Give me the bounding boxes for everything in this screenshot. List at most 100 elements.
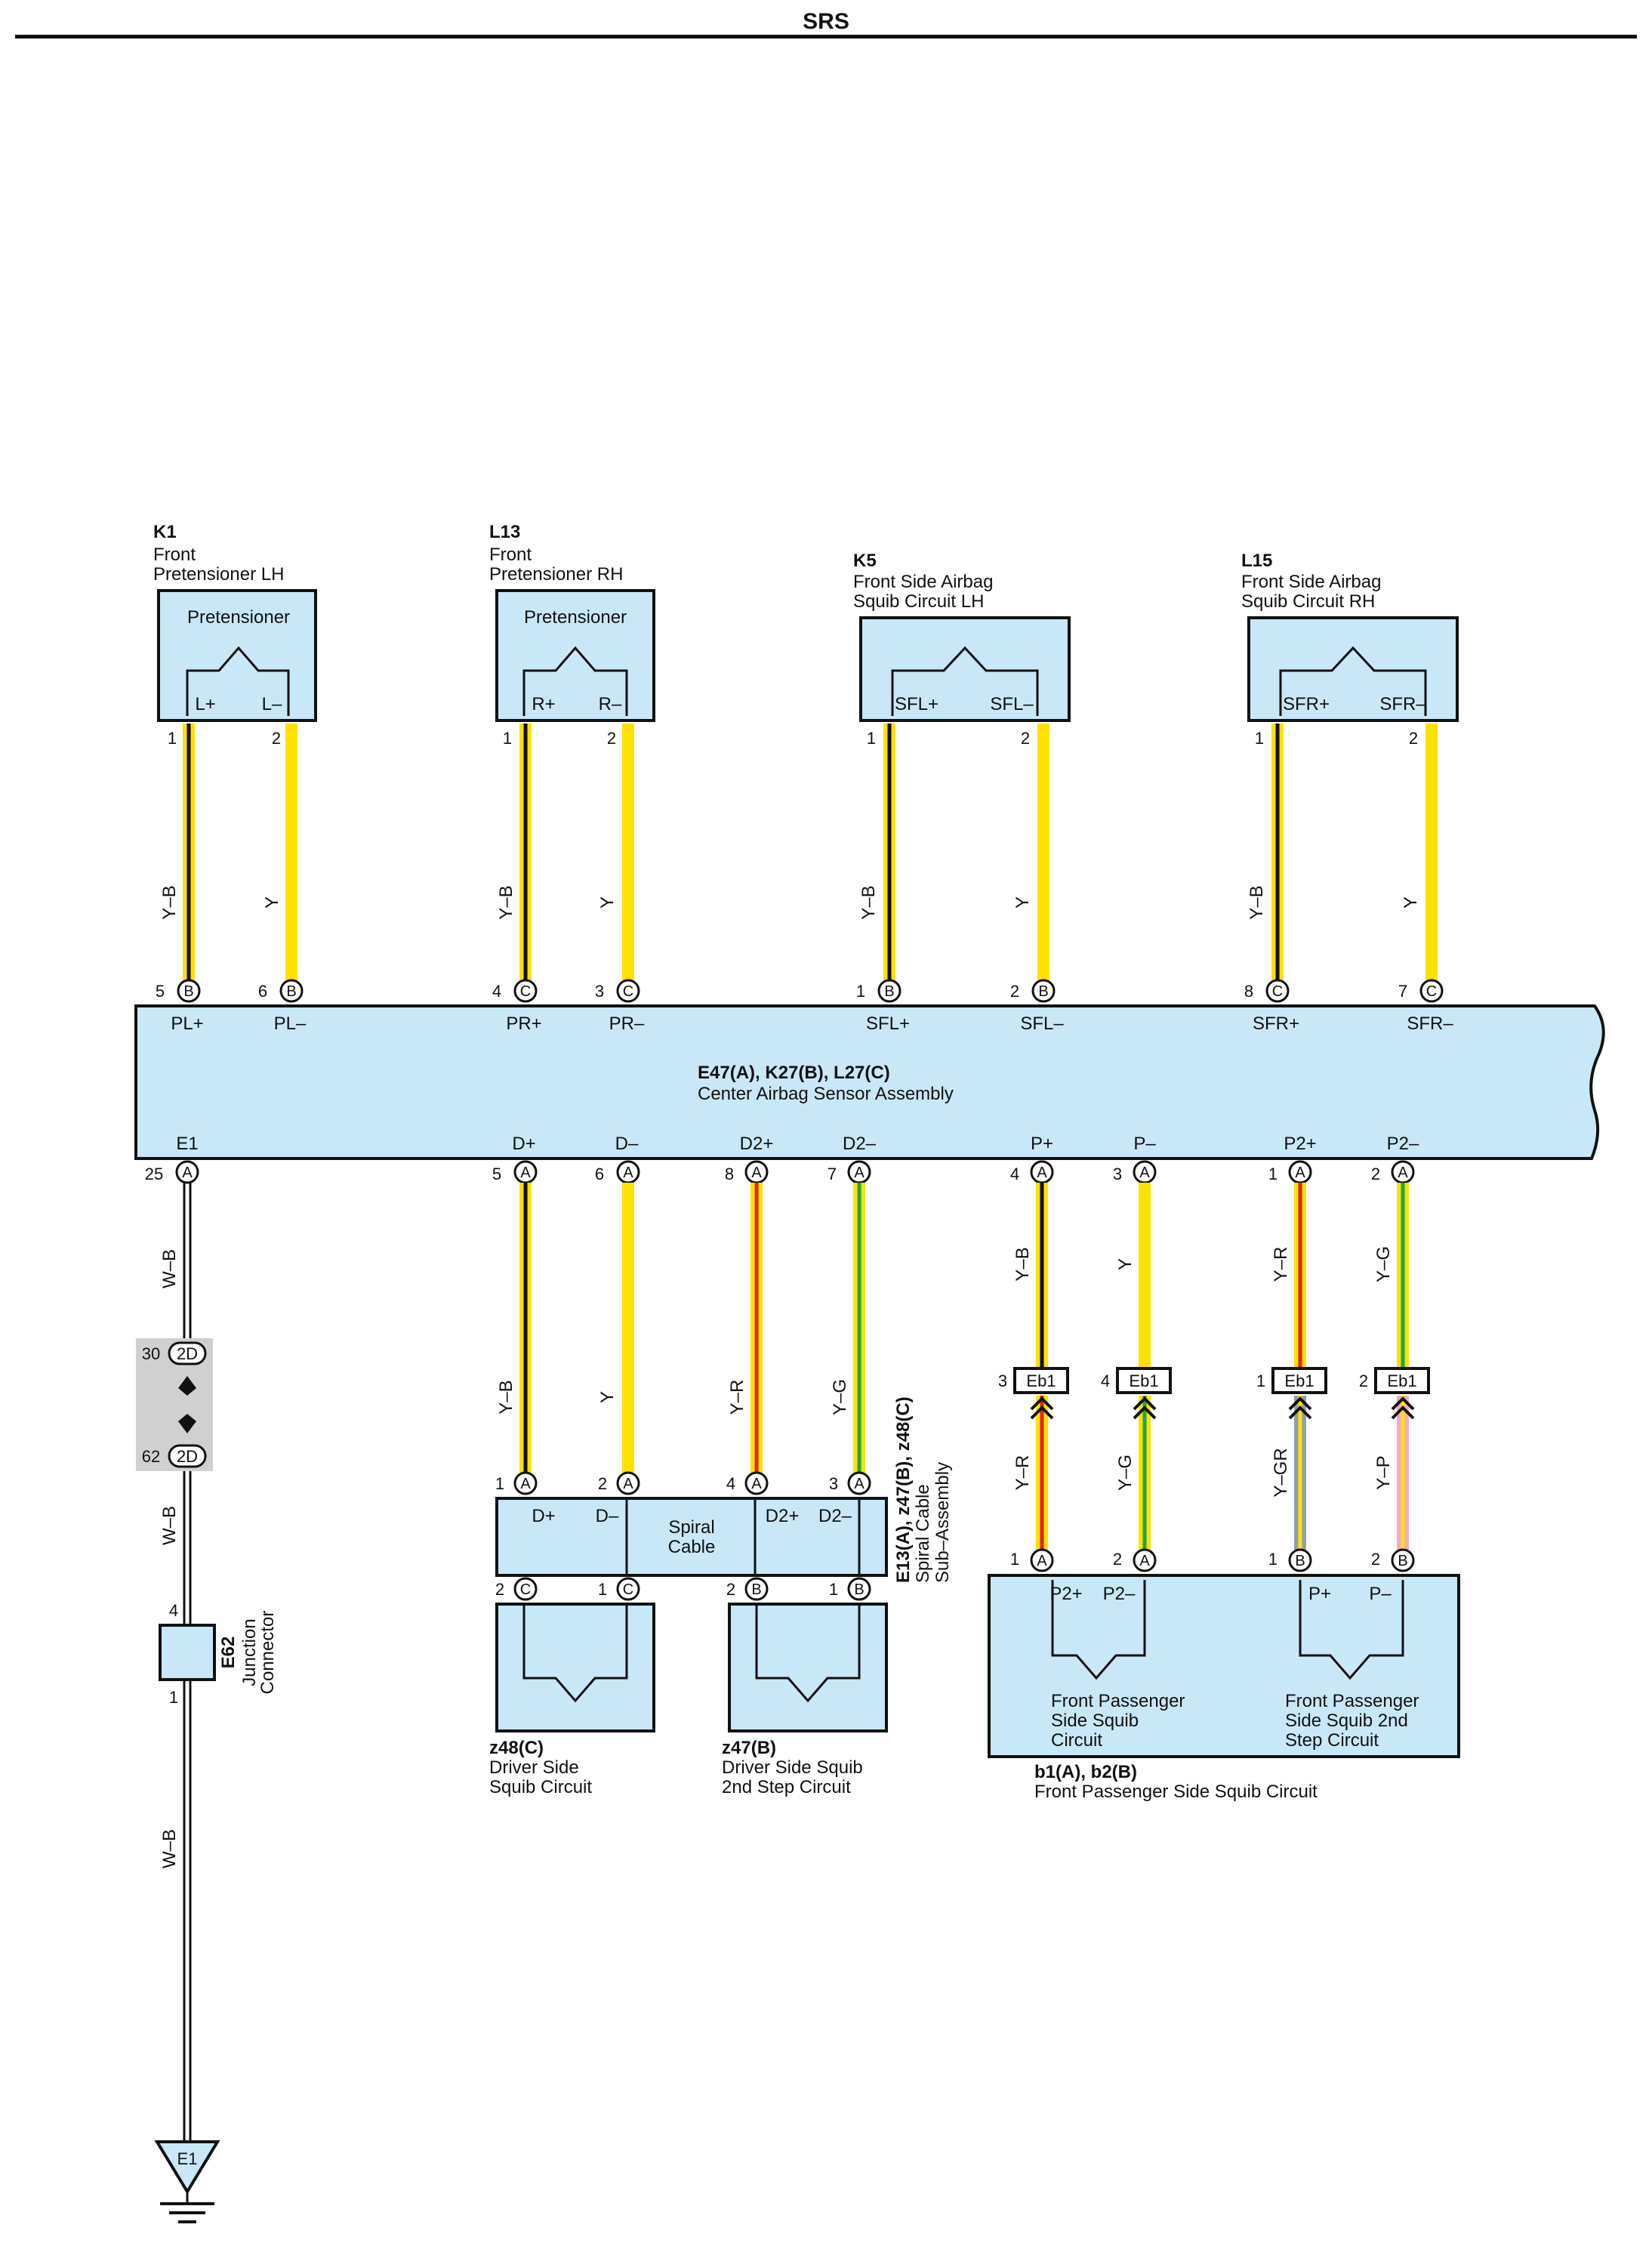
b1b2-box	[988, 1574, 1460, 1758]
pin-number: 1	[169, 1688, 178, 1707]
e62-box	[159, 1624, 216, 1681]
lower-wires	[183, 1183, 1409, 2142]
upper-wires	[183, 723, 1438, 991]
pin-number: 5	[156, 982, 165, 1001]
pin-marker	[1030, 1548, 1054, 1572]
k5-line2: Squib Circuit LH	[853, 591, 984, 612]
pin-number: 2	[1359, 1371, 1368, 1390]
b1-b2-front-passenger-side-squib: P2+ P2– P+ P– Front Passenger Side Squib…	[988, 1574, 1460, 1802]
z47-box	[728, 1603, 888, 1732]
pin-letter: B	[884, 983, 894, 1000]
pin-number: 2	[1113, 1550, 1122, 1569]
z48-line1: Driver Side	[489, 1757, 579, 1778]
spiral-pin: D+	[532, 1506, 555, 1526]
ecu-terminal: PR+	[506, 1014, 541, 1034]
wire-label: Y	[1401, 896, 1421, 909]
pin-marker	[847, 1471, 871, 1495]
pin-number: 1	[503, 729, 512, 748]
pin-letter: B	[854, 1581, 864, 1598]
l13-inner-label: Pretensioner	[524, 607, 627, 628]
wire-label: W–B	[159, 1506, 180, 1545]
chevron-up-icon	[1030, 1396, 1054, 1411]
eb1-label: Eb1	[1284, 1371, 1314, 1390]
k5-pin-b: SFL–	[990, 694, 1034, 714]
pin-letter: A	[751, 1165, 762, 1181]
pin-marker	[1031, 979, 1056, 1003]
ecu-terminal: PL+	[171, 1014, 203, 1034]
wire-stripe	[1040, 1183, 1044, 1367]
ecu-terminal: PL–	[274, 1014, 307, 1034]
upper-wire-labels: Y–B Y Y–B Y Y–B Y Y–B Y	[159, 885, 1421, 919]
ecu-terminal: P2+	[1284, 1134, 1316, 1154]
pin-letter: C	[520, 983, 531, 1000]
pin-letter: C	[1272, 983, 1283, 1000]
wire	[1037, 723, 1049, 991]
pin-letter: B	[1398, 1553, 1407, 1569]
wire-label: Y–B	[496, 885, 516, 919]
pin-number: 2	[1409, 729, 1418, 748]
wire-label: Y–B	[1247, 885, 1267, 919]
squib-symbol-icon	[891, 646, 1039, 716]
spiral-line1: Spiral Cable	[913, 1484, 933, 1583]
pin-number: 1	[1255, 729, 1264, 748]
connector-chevrons	[1030, 1396, 1415, 1420]
pin-marker	[616, 1471, 640, 1495]
z47-code: z47(B)	[722, 1738, 776, 1758]
b1b2-pin: P–	[1369, 1584, 1392, 1604]
wire-stripe	[1142, 1396, 1147, 1550]
pin-number: 5	[492, 1165, 501, 1183]
pin-number: 1	[1256, 1371, 1265, 1390]
l13-code: L13	[489, 522, 520, 542]
wire-label: Y–B	[858, 885, 879, 919]
ecu-terminal: SFL+	[866, 1014, 910, 1034]
e62-line1: Junction	[239, 1618, 260, 1686]
wire-label: Y–R	[1271, 1247, 1291, 1282]
wire-stripe	[1401, 1396, 1405, 1550]
e62-junction-connector: 4 1 E62 Junction Connector	[159, 1601, 278, 1707]
l15-line1: Front Side Airbag	[1241, 572, 1381, 592]
b1b2-left-line: Front Passenger	[1051, 1691, 1185, 1711]
wire-label: Y–G	[1373, 1246, 1394, 1282]
pin-number: 1	[829, 1580, 838, 1599]
wire-label: Y	[1012, 896, 1033, 909]
pin-marker	[847, 1577, 871, 1601]
wire	[1425, 723, 1438, 991]
pin-number: 2	[598, 1474, 607, 1493]
pin-number: 3	[595, 982, 604, 1001]
pin-number: 4	[1101, 1371, 1110, 1390]
pin-number: 8	[725, 1165, 734, 1183]
pin-number: 25	[145, 1165, 163, 1183]
pin-number: 1	[1010, 1550, 1019, 1569]
chevron-up-icon	[1288, 1405, 1312, 1420]
eb1-label: Eb1	[1387, 1371, 1416, 1390]
eb1-label: Eb1	[1129, 1371, 1158, 1390]
ecu-terminal: D2+	[740, 1134, 774, 1154]
pin-number: 2	[495, 1580, 504, 1599]
k1-code: K1	[153, 522, 177, 542]
pin-letter: A	[854, 1165, 865, 1181]
pin-number: 6	[595, 1165, 604, 1183]
pin-letter: C	[623, 983, 633, 1000]
ground-triangle-icon	[154, 2140, 220, 2195]
squib-symbol-icon	[755, 1604, 861, 1703]
wire-stripe	[1401, 1183, 1405, 1367]
pin-marker	[1133, 1548, 1157, 1572]
pin-letter: C	[520, 1581, 531, 1598]
k5-box	[859, 616, 1071, 722]
pin-marker	[279, 979, 304, 1003]
pin-letter: A	[623, 1165, 633, 1181]
l15-pin-a: SFR+	[1283, 694, 1330, 714]
b1b2-name: Front Passenger Side Squib Circuit	[1034, 1782, 1318, 1802]
pin-marker	[877, 979, 902, 1003]
ecu-terminal: D+	[512, 1134, 535, 1154]
z48-driver-side-squib: z48(C) Driver Side Squib Circuit	[489, 1603, 655, 1797]
pin-letter: B	[1295, 1553, 1305, 1569]
pretensioner-symbol-icon	[186, 646, 290, 716]
pin-marker	[513, 1577, 538, 1601]
pin-number: 8	[1244, 982, 1253, 1001]
wire-label: Y–GR	[1271, 1448, 1291, 1497]
squib-symbol-icon	[1051, 1580, 1146, 1680]
pin-letter: A	[1398, 1165, 1408, 1181]
